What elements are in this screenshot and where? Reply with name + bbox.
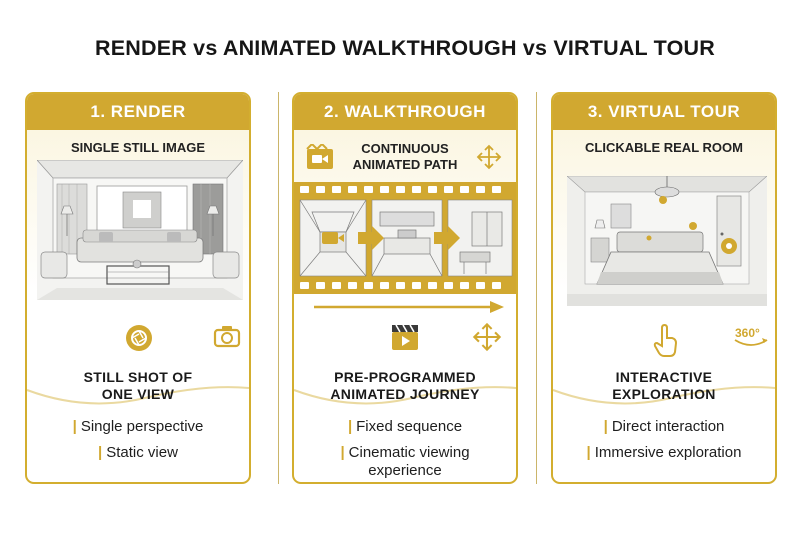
feature-title-line: INTERACTIVE <box>615 369 713 385</box>
column-divider <box>536 92 537 484</box>
walkthrough-card: 2. WALKTHROUGH CONTINUOUS ANIMATED PATH <box>292 92 518 484</box>
hand-pointer-icon <box>653 324 678 357</box>
feature-title-line: EXPLORATION <box>612 386 716 402</box>
bullet-item: |Fixed sequence <box>347 418 463 435</box>
wave-divider <box>27 386 249 420</box>
card-subheading: SINGLE STILL IMAGE <box>70 140 206 155</box>
camera-shutter-icon <box>126 325 152 351</box>
page-title: RENDER vs ANIMATED WALKTHROUGH vs VIRTUA… <box>95 36 715 60</box>
card-header: 2. WALKTHROUGH <box>294 94 516 130</box>
living-room-illustration <box>37 160 243 300</box>
wave-divider <box>553 386 775 420</box>
virtual-tour-card: 3. VIRTUAL TOUR CLICKABLE REAL ROOM 360°… <box>551 92 777 484</box>
move-arrows-icon <box>476 144 502 170</box>
bullet-item: |Static view <box>98 444 178 461</box>
card-subheading-line: CONTINUOUS <box>361 141 449 156</box>
feature-title-line: STILL SHOT OF <box>83 369 193 385</box>
feature-title-line: ONE VIEW <box>101 386 175 402</box>
bedroom-illustration <box>567 176 767 306</box>
bullet-item: |Direct interaction <box>603 418 725 435</box>
path-arrow-icon <box>314 301 504 313</box>
video-camera-icon <box>306 144 333 169</box>
film-strip-illustration <box>294 182 516 294</box>
card-subheading-line: ANIMATED PATH <box>352 157 458 172</box>
move-arrows-icon <box>472 322 502 352</box>
feature-title-line: PRE-PROGRAMMED <box>334 369 476 385</box>
feature-title-line: ANIMATED JOURNEY <box>330 386 480 402</box>
card-header: 1. RENDER <box>27 94 249 130</box>
card-subheading: CLICKABLE REAL ROOM <box>585 140 743 155</box>
camera-icon <box>213 326 241 348</box>
bullet-item: |Immersive exploration <box>586 444 742 461</box>
rotate-360-icon <box>734 338 768 346</box>
wave-divider <box>294 386 516 420</box>
render-card: 1. RENDER SINGLE STILL IMAGE <box>25 92 251 484</box>
card-header: 3. VIRTUAL TOUR <box>553 94 775 130</box>
column-divider <box>278 92 279 484</box>
bullet-item: |Single perspective <box>72 418 204 435</box>
bullet-item-continuation: experience <box>368 462 442 479</box>
clapperboard-icon <box>392 324 418 350</box>
bullet-item: |Cinematic viewing <box>340 444 470 461</box>
rotate-360-label: 360° <box>735 326 760 340</box>
